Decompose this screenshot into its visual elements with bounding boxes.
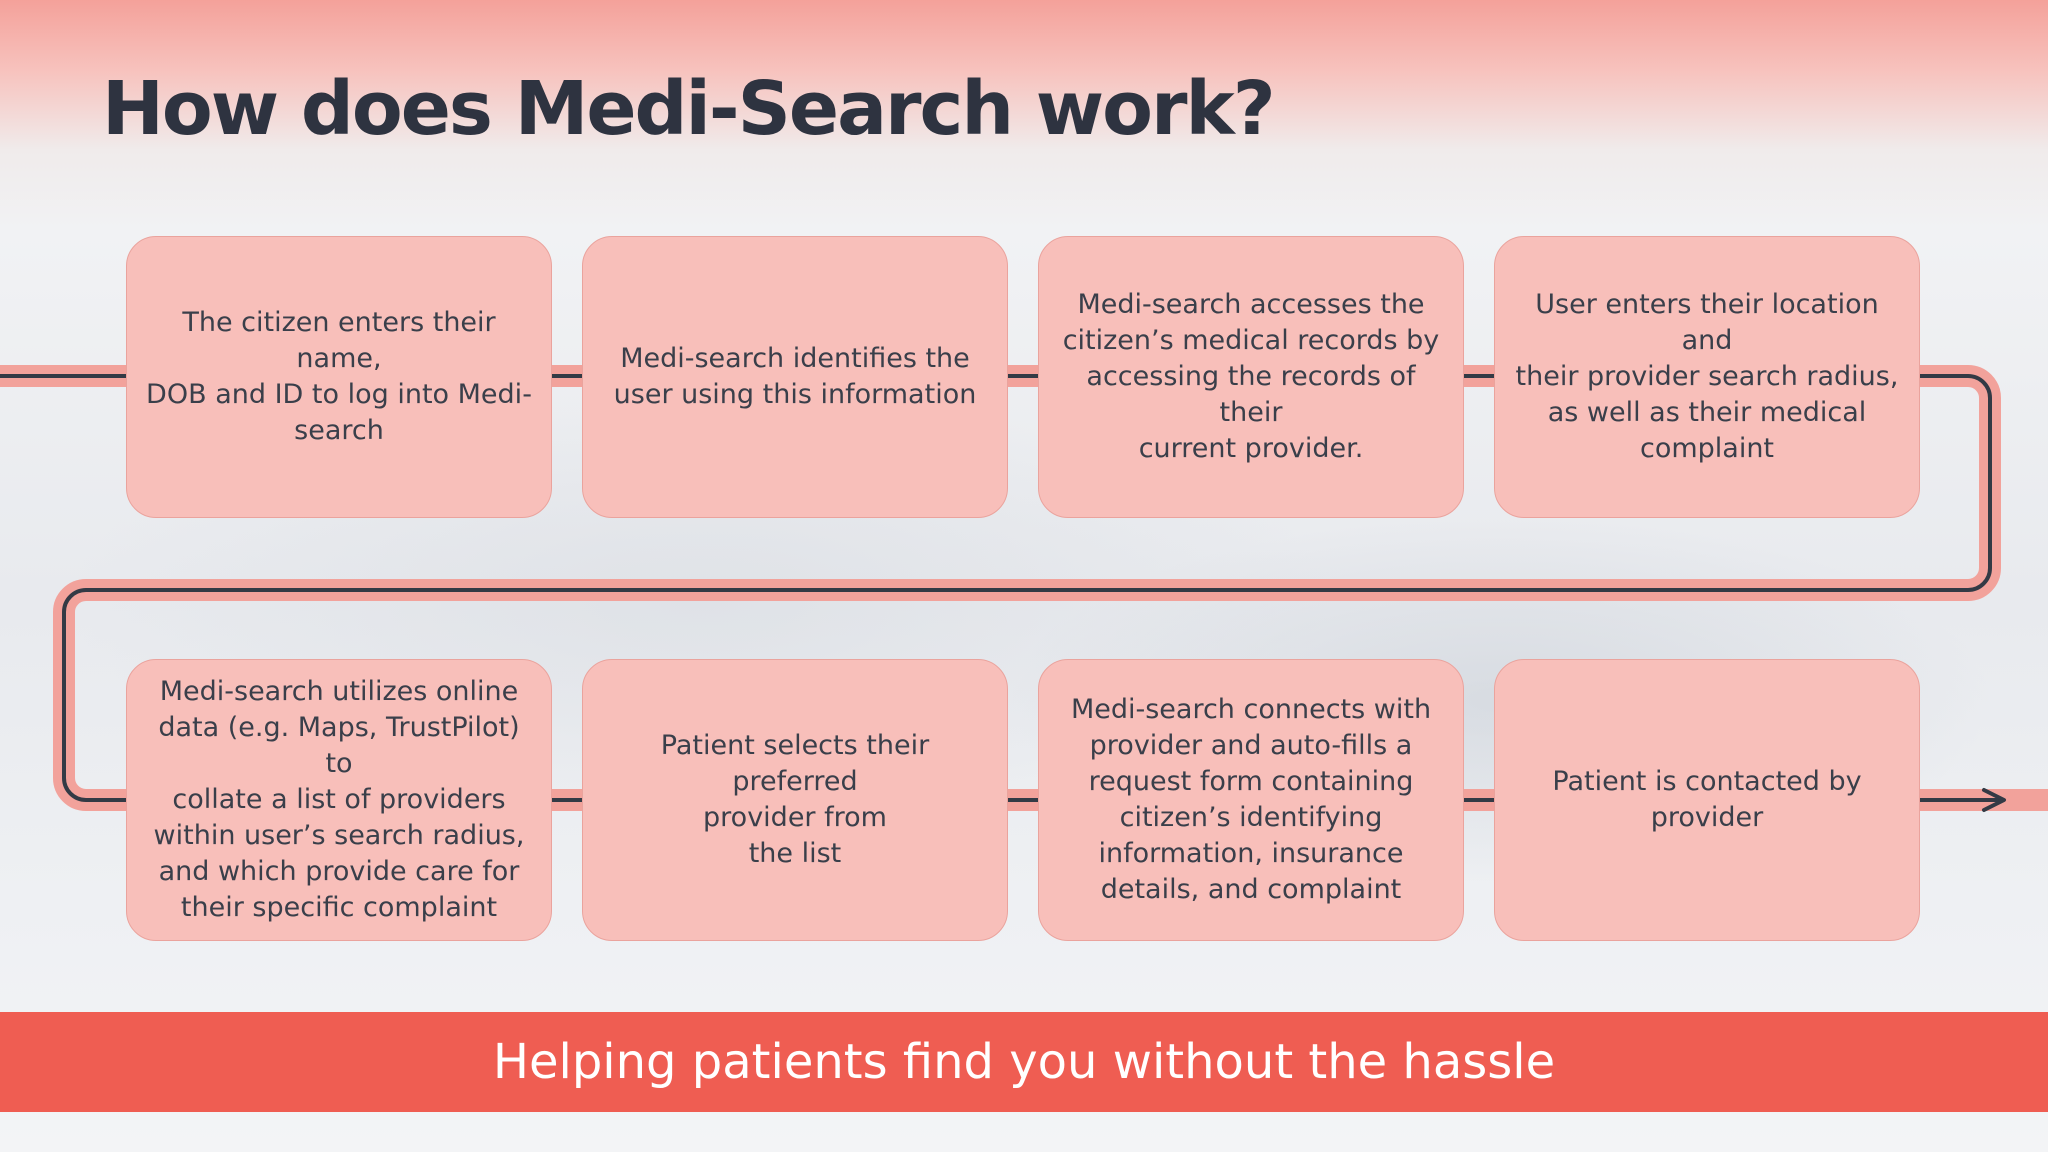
step-8-text: Patient is contacted by provider <box>1552 766 1862 833</box>
flow-arrow-head-icon <box>1982 788 2006 812</box>
flow-path-line <box>0 374 2000 802</box>
step-2-text: Medi-search identifies the user using th… <box>613 343 977 410</box>
step-5-text: Medi-search utilizes online data (e.g. M… <box>153 676 525 923</box>
tagline-banner: Helping patients find you without the ha… <box>0 1012 2048 1112</box>
step-2-box: Medi-search identifies the user using th… <box>582 236 1008 518</box>
tagline-text: Helping patients find you without the ha… <box>492 1034 1556 1090</box>
step-7-box: Medi-search connects with provider and a… <box>1038 659 1464 941</box>
step-5-box: Medi-search utilizes online data (e.g. M… <box>126 659 552 941</box>
step-1-box: The citizen enters their name, DOB and I… <box>126 236 552 518</box>
step-3-box: Medi-search accesses the citizen’s medic… <box>1038 236 1464 518</box>
step-3-text: Medi-search accesses the citizen’s medic… <box>1062 289 1440 464</box>
step-6-box: Patient selects their preferred provider… <box>582 659 1008 941</box>
step-4-text: User enters their location and their pro… <box>1515 289 1899 464</box>
step-4-box: User enters their location and their pro… <box>1494 236 1920 518</box>
step-1-text: The citizen enters their name, DOB and I… <box>146 307 532 446</box>
step-6-text: Patient selects their preferred provider… <box>660 730 930 869</box>
page-title: How does Medi-Search work? <box>102 66 1276 152</box>
step-8-box: Patient is contacted by provider <box>1494 659 1920 941</box>
step-7-text: Medi-search connects with provider and a… <box>1070 694 1432 905</box>
